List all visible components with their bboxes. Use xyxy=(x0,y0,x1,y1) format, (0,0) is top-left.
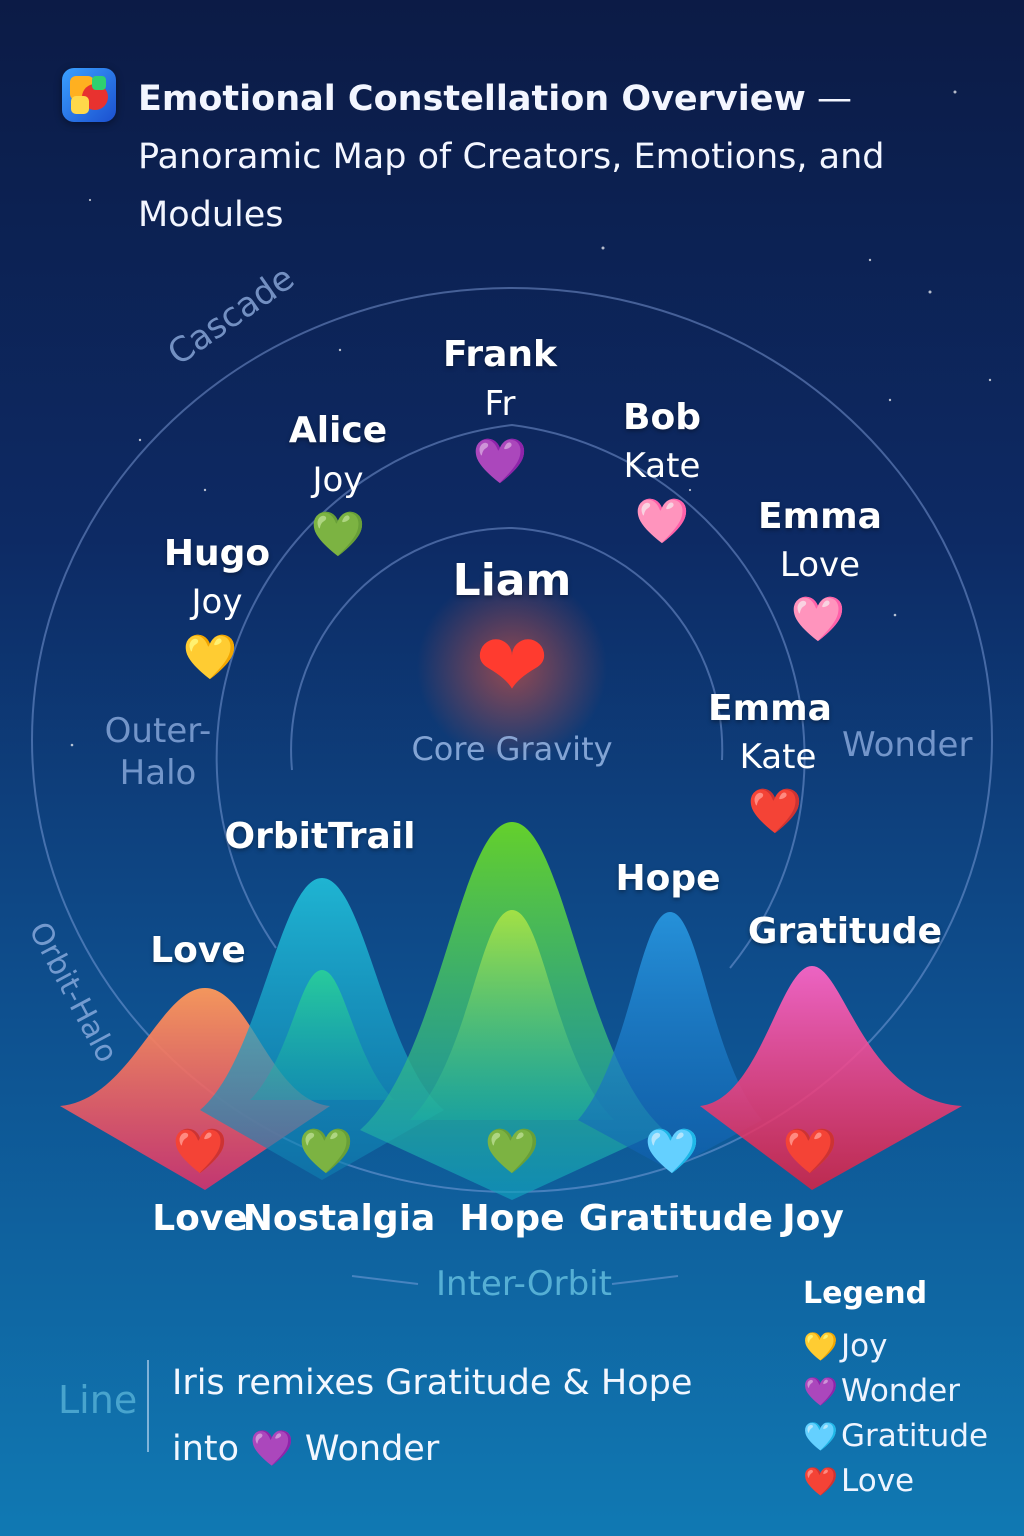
node-frank-heart-icon: 💜 xyxy=(472,436,528,487)
core-glow xyxy=(417,573,607,763)
remix-note-suffix: Wonder xyxy=(304,1429,440,1469)
node-hugo-name[interactable]: Hugo xyxy=(163,533,271,574)
legend-label-wonder: Wonder xyxy=(841,1373,960,1409)
node-emma-love-name[interactable]: Emma xyxy=(758,496,882,537)
bottom-label-nostalgia: Nostalgia xyxy=(242,1198,436,1239)
node-bob-name[interactable]: Bob xyxy=(623,397,701,438)
node-alice-name[interactable]: Alice xyxy=(288,410,388,451)
node-emma-love-heart-icon: 🩷 xyxy=(790,594,846,645)
title-bold: Emotional Constellation Overview xyxy=(138,79,806,119)
node-emma-kate-heart-icon: ❤️ xyxy=(747,786,803,837)
app-icon xyxy=(62,68,116,122)
legend-label-gratitude: Gratitude xyxy=(841,1418,989,1454)
bottom-label-hope: Hope xyxy=(459,1198,565,1239)
bottom-label-love: Love xyxy=(152,1198,248,1239)
emotion-waves xyxy=(60,822,962,1200)
legend-item-gratitude: 🩵Gratitude xyxy=(803,1418,988,1454)
node-alice-sub: Joy xyxy=(312,460,364,500)
peak-label-orbittrail: OrbitTrail xyxy=(224,816,416,857)
wave-hope-center-inner xyxy=(410,910,614,1120)
legend-item-joy: 💛Joy xyxy=(803,1328,887,1364)
bottom-joy-heart-icon: ❤️ xyxy=(782,1126,838,1177)
center-caption: Core Gravity xyxy=(411,730,613,768)
wonder-heart-icon: 💜 xyxy=(803,1375,838,1408)
node-frank-sub: Fr xyxy=(484,384,516,424)
joy-heart-icon: 💛 xyxy=(803,1330,838,1363)
bottom-label-gratitude: Gratitude xyxy=(578,1198,774,1239)
bottom-love-heart-icon: ❤️ xyxy=(172,1126,228,1177)
legend-label-joy: Joy xyxy=(841,1328,888,1364)
node-hugo-sub: Joy xyxy=(191,582,243,622)
legend-label-love: Love xyxy=(841,1463,915,1499)
inter-orbit-right xyxy=(611,1275,679,1285)
node-bob-heart-icon: 🩷 xyxy=(634,496,690,547)
wave-gratitude xyxy=(700,966,962,1190)
page-title: Emotional Constellation Overview — Panor… xyxy=(138,70,918,244)
love-heart-icon: ❤️ xyxy=(803,1465,838,1498)
legend-title: Legend xyxy=(803,1276,928,1311)
ring-label-inter-orbit: Inter-Orbit xyxy=(436,1264,612,1304)
remix-note-line2: into 💜 Wonder xyxy=(172,1416,692,1482)
node-emma-love-sub: Love xyxy=(779,545,861,585)
wonder-heart-icon: 💜 xyxy=(250,1429,294,1469)
inner-ring xyxy=(290,526,724,771)
remix-note-line1: Iris remixes Gratitude & Hope xyxy=(172,1363,693,1403)
note-divider xyxy=(147,1360,149,1452)
title-rest: — Panoramic Map of Creators, Emotions, a… xyxy=(138,79,885,235)
node-emma-kate-name[interactable]: Emma xyxy=(708,688,832,729)
ring-label-outer-halo: Outer- Halo xyxy=(104,711,212,793)
inter-orbit-left xyxy=(351,1275,419,1285)
bottom-nostalgia-heart-icon: 💚 xyxy=(298,1126,354,1177)
legend-item-wonder: 💜Wonder xyxy=(803,1373,960,1409)
peak-label-love: Love xyxy=(150,930,246,971)
gratitude-heart-icon: 🩵 xyxy=(803,1420,838,1453)
node-emma-kate-sub: Kate xyxy=(739,737,817,777)
ring-label-wonder: Wonder xyxy=(842,725,973,765)
node-bob-sub: Kate xyxy=(623,446,701,486)
bottom-label-joy: Joy xyxy=(782,1198,844,1239)
bottom-hope-heart-icon: 💚 xyxy=(484,1126,540,1177)
peak-label-gratitude: Gratitude xyxy=(747,911,943,952)
remix-note-prefix: into xyxy=(172,1429,240,1469)
legend-item-love: ❤️Love xyxy=(803,1463,914,1499)
node-frank-name[interactable]: Frank xyxy=(443,334,557,375)
center-heart-icon: ❤ xyxy=(475,614,549,717)
node-alice-heart-icon: 💚 xyxy=(310,509,366,560)
center-name: Liam xyxy=(452,555,572,606)
stars xyxy=(70,90,992,747)
peak-label-hope: Hope xyxy=(615,858,721,899)
wave-orbittrail-inner xyxy=(250,970,394,1100)
node-hugo-heart-icon: 💛 xyxy=(182,632,238,683)
middle-ring xyxy=(215,423,806,969)
line-side-label: Line xyxy=(58,1378,138,1422)
remix-note: Iris remixes Gratitude & Hope into 💜 Won… xyxy=(172,1350,692,1482)
bottom-gratitude-heart-icon: 🩵 xyxy=(644,1126,700,1177)
